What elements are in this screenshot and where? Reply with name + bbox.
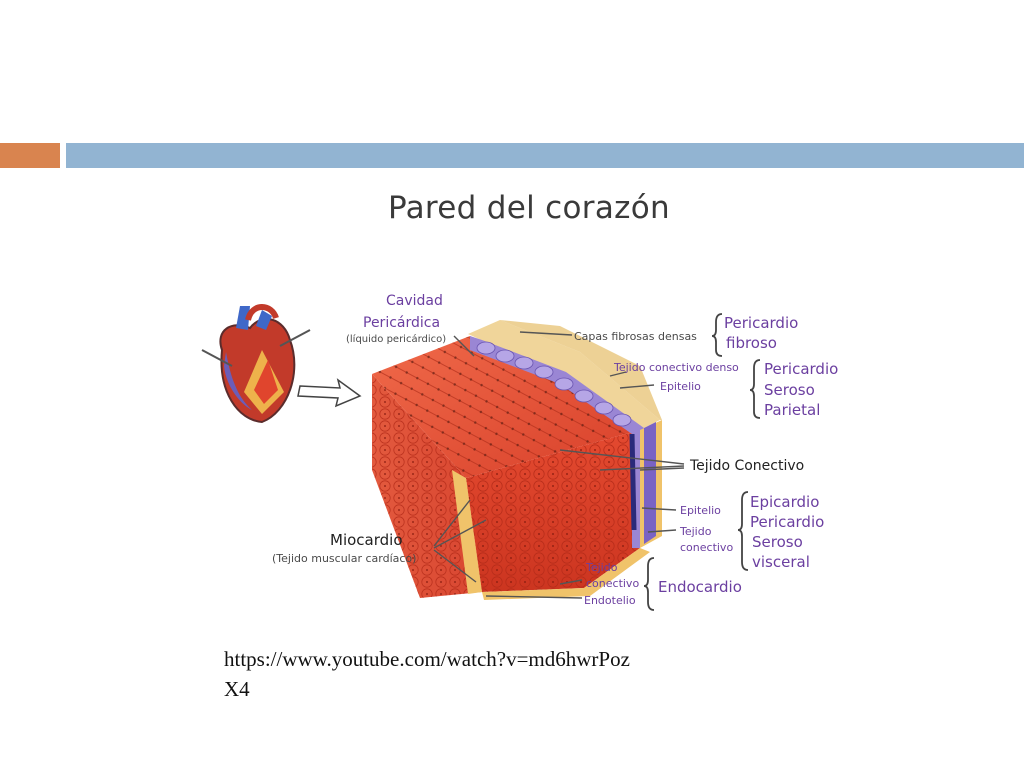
source-url: https://www.youtube.com/watch?v=md6hwrPo… [224, 644, 744, 704]
leader-lines [433, 331, 685, 599]
label-miocardio: Miocardio [330, 531, 403, 549]
label-epitelio-parietal: Epitelio [660, 380, 701, 393]
heart-icon [201, 304, 311, 424]
label-capas-fibrosas: Capas fibrosas densas [574, 330, 697, 343]
label-tejido-visceral-line1: Tejido [679, 525, 712, 538]
group-seroso-parietal-line1: Pericardio [764, 360, 838, 378]
label-miocardio-sub: (Tejido muscular cardíaco) [272, 552, 416, 565]
label-tejido-conectivo: Tejido Conectivo [689, 458, 804, 474]
figure-title: Pared del corazón [388, 190, 670, 226]
label-tejido-visceral-line2: conectivo [680, 541, 733, 554]
group-epicardio-line1: Epicardio [750, 493, 819, 511]
group-epicardio-line3: Seroso [752, 533, 803, 551]
group-pericardio-fibroso-line1: Pericardio [724, 314, 798, 332]
group-endocardio: Endocardio [658, 578, 742, 596]
group-epicardio-line4: visceral [752, 553, 810, 571]
label-tejido-endo-line2: conectivo [586, 577, 639, 590]
tissue-block [372, 320, 662, 600]
group-braces [643, 313, 761, 611]
label-tejido-conectivo-denso: Tejido conectivo denso [613, 361, 739, 374]
source-url-line2: X4 [224, 677, 250, 701]
group-seroso-parietal-line3: Parietal [764, 401, 820, 419]
source-url-line1: https://www.youtube.com/watch?v=md6hwrPo… [224, 647, 630, 671]
group-epicardio-line2: Pericardio [750, 513, 824, 531]
label-liquido-pericardico: (líquido pericárdico) [346, 333, 446, 345]
label-epitelio-visceral: Epitelio [680, 504, 721, 517]
label-pericardica: Pericárdica [363, 315, 440, 331]
accent-bar-orange [0, 143, 60, 168]
label-endotelio: Endotelio [584, 594, 636, 607]
group-pericardio-fibroso-line2: fibroso [726, 334, 777, 352]
label-tejido-endo-line1: Tejido [585, 561, 618, 574]
label-cavidad: Cavidad [386, 293, 443, 309]
group-seroso-parietal-line2: Seroso [764, 381, 815, 399]
accent-bar-blue [66, 143, 1024, 168]
zoom-arrow [297, 378, 362, 408]
